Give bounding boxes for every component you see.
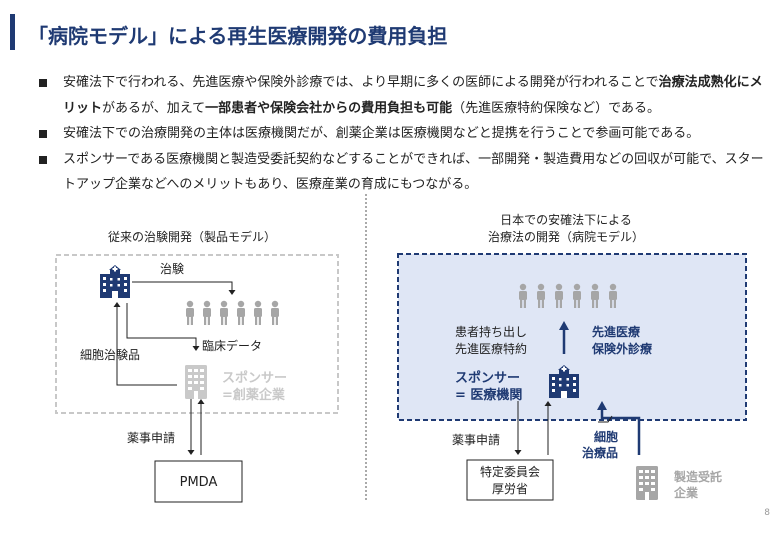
patient-burden-line1: 患者持ち出し [455,324,527,339]
patients-group-left [186,300,279,325]
committee-line2: 厚労省 [492,482,528,496]
bullet-1-bold-1: 治療法成熟化にメリット [63,75,763,116]
right-diagram: 日本での安確法下による 治療法の開発（病院モデル） 患者持ち出し 先進医療特約 … [397,212,747,501]
right-sponsor-line2: = 医療機関 [455,387,522,403]
saibo-supply-arrowhead [597,401,607,410]
hospital-icon [100,265,130,298]
right-yakuji-up-arrowhead [544,401,552,406]
committee-line1: 特定委員会 [480,464,540,479]
person-icon [203,300,211,325]
person-icon [271,300,279,325]
bullet-square-icon [39,155,47,164]
bullet-item-2: 安確法下での治療開発の主体は医療機関だが、創薬企業は医療機関などと提携を行うこと… [38,121,768,147]
left-sponsor-line2: =創薬企業 [222,387,286,403]
bullet-3-text: スポンサーである医療機関と製造受委託契約などすることができれば、一部開発・製造費… [63,151,764,193]
bullet-list: 安確法下で行われる、先進医療や保険外診療では、より早期に多くの医師による開発が行… [38,70,768,198]
saibo-line2: 治療品 [582,445,618,460]
rinsho-arrow [126,303,197,348]
saibo-supply-arrow [600,409,641,455]
rinsho-arrowhead [192,346,200,351]
patient-burden-line2: 先進医療特約 [455,341,527,356]
rinsho-label: 臨床データ [202,338,262,353]
committee-box [466,459,554,501]
contract-manufacturer-building-icon [636,466,658,500]
left-yakuji-label: 薬事申請 [127,431,175,445]
saibo-arrow [116,305,177,386]
bullet-1-part-5: （先進医療特約保険など）である。 [452,100,660,116]
left-yakuji-up-arrowhead [197,399,205,404]
person-icon [237,300,245,325]
senshin-line1: 先進医療 [592,324,640,339]
left-diagram: 従来の治験開発（製品モデル） 治験 臨床データ 細胞治験品 スポンサー =創薬企… [55,229,339,503]
patient-up-arrowhead [559,321,569,330]
bullet-1-part-3: があるが、加えて [102,100,206,116]
saibo-connector [598,415,613,423]
right-heading-line1: 日本での安確法下による [500,212,632,227]
chiken-arrowhead [228,290,236,295]
page-title: 「病院モデル」による再生医療開発の費用負担 [28,24,448,48]
bullet-1-bold-2: 一部患者や保険会社からの費用負担も可能 [205,100,453,116]
saibo-line1: 細胞 [594,429,618,444]
left-yakuji-down-arrowhead [187,450,195,455]
person-icon [220,300,228,325]
chiken-label: 治験 [160,261,184,276]
person-icon [186,300,194,325]
title-accent-bar [10,14,15,50]
page-number: 8 [764,508,770,518]
left-heading: 従来の治験開発（製品モデル） [108,229,276,244]
senshin-line2: 保険外診療 [591,341,652,356]
seizo-line2: 企業 [673,485,699,500]
saibo-chikenhin-label: 細胞治験品 [80,347,140,362]
bullet-square-icon [39,79,47,87]
sponsor-building-icon [185,365,207,399]
bullet-square-icon [39,130,47,138]
saibo-arrowhead [113,302,121,307]
bullet-item-1: 安確法下で行われる、先進医療や保険外診療では、より早期に多くの医師による開発が行… [38,70,768,121]
right-yakuji-label: 薬事申請 [452,433,500,447]
bullet-item-3: スポンサーである医療機関と製造受委託契約などすることができれば、一部開発・製造費… [38,147,768,198]
seizo-line1: 製造受託 [673,469,722,484]
pmda-label: PMDA [180,475,218,490]
person-icon [254,300,262,325]
left-model-frame [55,254,339,414]
right-sponsor-line1: スポンサー [455,370,520,386]
left-sponsor-line1: スポンサー [222,370,287,386]
right-yakuji-down-arrowhead [514,450,522,455]
bullet-2-text: 安確法下での治療開発の主体は医療機関だが、創薬企業は医療機関などと提携を行うこと… [63,126,700,141]
pmda-box [154,460,243,503]
right-heading-line2: 治療法の開発（病院モデル） [488,229,644,244]
bullet-1-part-1: 安確法下で行われる、先進医療や保険外診療では、より早期に多くの医師による開発が行… [63,75,659,90]
chiken-arrow [132,281,233,292]
